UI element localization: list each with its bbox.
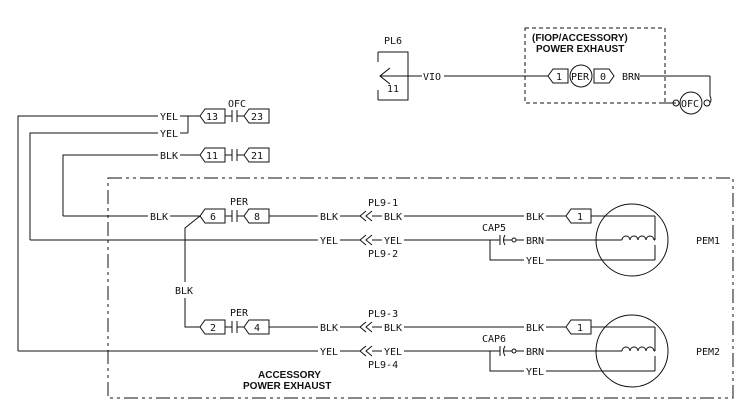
pem1-per-label: PER (230, 197, 249, 208)
pem1-motor-blk: BLK (526, 212, 544, 223)
per-coil-label: PER (571, 72, 590, 83)
pem2-wire-yel-out: YEL (384, 347, 402, 358)
pem1-label: PEM1 (696, 236, 720, 247)
ofc-pin-11: 11 (206, 151, 218, 162)
accessory-box-border (107, 177, 734, 399)
pem1-per-pin-6: 6 (210, 212, 216, 223)
ofc-pin-21: 21 (251, 151, 263, 162)
pem2-per-pin-4: 4 (254, 323, 260, 334)
ofc-pin-13: 13 (206, 112, 218, 123)
pem2-per-label: PER (230, 308, 249, 319)
pem1-wire-blk-out: BLK (384, 212, 402, 223)
pem2-motor-symbol (595, 314, 669, 388)
pem2-motor-yel: YEL (526, 367, 544, 378)
plug-pl6: PL6 11 (377, 36, 422, 101)
pl6-pin: 11 (387, 84, 399, 95)
wire-brn-label: BRN (622, 72, 640, 83)
jumper-wire-blk: BLK (175, 286, 193, 297)
per-pin-1: 1 (556, 72, 562, 83)
pem1-wire-blk-mid: BLK (320, 212, 338, 223)
wire-yel-row1: YEL (160, 112, 178, 123)
pem2-label: PEM2 (696, 347, 720, 358)
pem2-plug-pl9-3: PL9-3 (368, 309, 398, 320)
fiop-title-line2: POWER EXHAUST (536, 44, 624, 55)
pem1-motor-yel: YEL (526, 256, 544, 267)
accessory-title-line1: ACCESSORY (258, 370, 321, 381)
pem2-per-pin-2: 2 (210, 323, 216, 334)
wire-yel-row2: YEL (160, 129, 178, 140)
pem1-motor-symbol (595, 203, 669, 277)
per-pin-0: 0 (600, 72, 606, 83)
ofc-pin-23: 23 (251, 112, 263, 123)
wire-vio-label: VIO (423, 72, 441, 83)
pem2-wire-yel-in: YEL (320, 347, 338, 358)
pem2-wire-blk-mid: BLK (320, 323, 338, 334)
fiop-title-line1: (FIOP/ACCESSORY) (532, 33, 628, 44)
pem1-plug-pl9-2: PL9-2 (368, 249, 398, 260)
wire-blk-row3: BLK (160, 151, 178, 162)
pem1-wire-blk-in: BLK (150, 212, 168, 223)
per-relay-coil: 1 PER 0 (547, 64, 615, 88)
pem2-motor-pin: 1 (577, 323, 583, 334)
pem2-cap6-label: CAP6 (482, 334, 506, 345)
pem2-motor-brn: BRN (526, 347, 544, 358)
pem1-plug-pl9-1: PL9-1 (368, 198, 398, 209)
ofc-coil-label: OFC (681, 99, 699, 110)
fiop-power-exhaust-box: (FIOP/ACCESSORY) POWER EXHAUST (524, 27, 666, 104)
pem1-motor-brn: BRN (526, 236, 544, 247)
pem2-motor-blk: BLK (526, 323, 544, 334)
pem1-wire-yel-in: YEL (320, 236, 338, 247)
pl6-label: PL6 (384, 36, 402, 47)
ofc-coil: OFC (662, 91, 712, 115)
accessory-title-line2: POWER EXHAUST (243, 381, 331, 392)
pem1-per-pin-8: 8 (254, 212, 260, 223)
pem2-wire-blk-out: BLK (384, 323, 402, 334)
pem1-wire-yel-out: YEL (384, 236, 402, 247)
ofc-contact-label: OFC (228, 99, 246, 110)
pem1-cap5-label: CAP5 (482, 223, 506, 234)
pem1-motor-pin: 1 (577, 212, 583, 223)
pem2-plug-pl9-4: PL9-4 (368, 360, 398, 371)
